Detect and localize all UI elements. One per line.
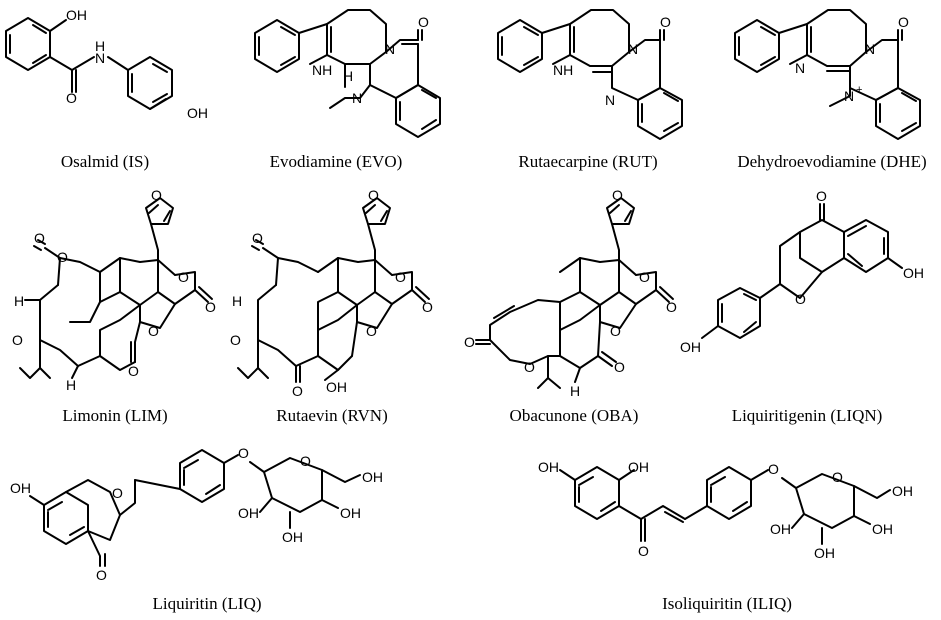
structure-obacunone: O O O O O O O H	[464, 187, 677, 399]
atom-label: O	[395, 269, 406, 285]
caption-rutaevin: Rutaevin (RVN)	[276, 406, 388, 425]
atom-label: OH	[903, 265, 924, 281]
atom-label: O	[96, 567, 107, 583]
atom-label: N	[605, 92, 615, 108]
caption-obacunone: Obacunone (OBA)	[509, 406, 639, 425]
atom-label: O	[300, 453, 311, 469]
atom-label: N	[865, 41, 875, 57]
atom-label: N	[844, 88, 854, 104]
atom-label: OH	[238, 505, 259, 521]
atom-label: O	[795, 291, 806, 307]
atom-label: O	[639, 269, 650, 285]
atom-label: O	[524, 359, 535, 375]
atom-label: OH	[187, 105, 208, 121]
atom-label: O	[614, 359, 625, 375]
atom-label: OH	[340, 505, 361, 521]
atom-label: O	[252, 230, 263, 246]
caption-limonin: Limonin (LIM)	[62, 406, 168, 425]
structure-rutaevin: O O O O O O O OH H	[230, 187, 433, 399]
atom-label: O	[422, 299, 433, 315]
atom-label: O	[666, 299, 677, 315]
atom-label: O	[832, 469, 843, 485]
caption-isoliquiritin: Isoliquiritin (ILIQ)	[662, 594, 792, 613]
atom-label: O	[178, 269, 189, 285]
caption-liquiritigenin: Liquiritigenin (LIQN)	[731, 406, 883, 425]
atom-label: NH	[553, 62, 573, 78]
structure-dehydroevodiamine: N N N + O	[734, 9, 921, 140]
atom-label: O	[128, 363, 139, 379]
structure-rutaecarpine: NH N N O	[497, 9, 683, 140]
atom-label: H	[570, 383, 580, 399]
atom-label: +	[856, 84, 862, 96]
atom-label: OH	[362, 469, 383, 485]
atom-label: OH	[326, 379, 347, 395]
caption-osalmid: Osalmid (IS)	[60, 152, 150, 171]
atom-label: O	[660, 14, 671, 30]
atom-label: O	[148, 323, 159, 339]
atom-label: O	[898, 14, 909, 30]
atom-label: N	[628, 41, 638, 57]
atom-label: O	[230, 332, 241, 348]
atom-label: O	[612, 187, 623, 203]
atom-label: O	[112, 485, 123, 501]
atom-label: O	[34, 230, 45, 246]
atom-label: O	[205, 299, 216, 315]
atom-label: OH	[538, 459, 559, 475]
atom-label: H	[66, 377, 76, 393]
structure-evodiamine: NH H N N O	[254, 9, 441, 138]
atom-label: O	[366, 323, 377, 339]
atom-label: OH	[814, 545, 835, 561]
atom-label: OH	[872, 521, 893, 537]
structure-liquiritigenin: O O OH OH	[680, 188, 924, 355]
atom-label: OH	[680, 339, 701, 355]
structure-isoliquiritin: OH OH O O O OH OH OH OH	[538, 459, 913, 561]
atom-label: NH	[312, 62, 332, 78]
caption-rutaecarpine: Rutaecarpine (RUT)	[518, 152, 658, 171]
atom-label: N	[352, 90, 362, 106]
atom-label: O	[768, 461, 779, 477]
structure-limonin: O O O O O O O O H H	[12, 187, 216, 393]
atom-label: OH	[770, 521, 791, 537]
atom-label: N	[385, 41, 395, 57]
atom-label: N	[95, 50, 105, 66]
atom-label: OH	[628, 459, 649, 475]
atom-label: N	[795, 60, 805, 76]
structure-osalmid: OH H N O OH	[5, 7, 208, 121]
atom-label: O	[464, 334, 475, 350]
atom-label: H	[95, 38, 105, 54]
atom-label: O	[151, 187, 162, 203]
atom-label: O	[610, 323, 621, 339]
atom-label: OH	[282, 529, 303, 545]
caption-evodiamine: Evodiamine (EVO)	[269, 152, 403, 171]
atom-label: H	[14, 293, 24, 309]
atom-label: O	[418, 14, 429, 30]
atom-label: O	[238, 445, 249, 461]
atom-label: O	[638, 543, 649, 559]
structure-liquiritin: OH O O O O OH OH OH OH	[10, 445, 383, 583]
atom-label: O	[368, 187, 379, 203]
atom-label: OH	[66, 7, 87, 23]
atom-label: OH	[10, 480, 31, 496]
atom-label: O	[57, 249, 68, 265]
caption-liquiritin: Liquiritin (LIQ)	[152, 594, 262, 613]
atom-label: O	[816, 188, 827, 204]
atom-label: O	[12, 332, 23, 348]
atom-label: H	[343, 68, 353, 84]
atom-label: OH	[892, 483, 913, 499]
atom-label: O	[66, 90, 77, 106]
caption-dehydroevodiamine: Dehydroevodiamine (DHE)	[737, 152, 927, 171]
atom-label: H	[232, 293, 242, 309]
atom-label: O	[292, 383, 303, 399]
